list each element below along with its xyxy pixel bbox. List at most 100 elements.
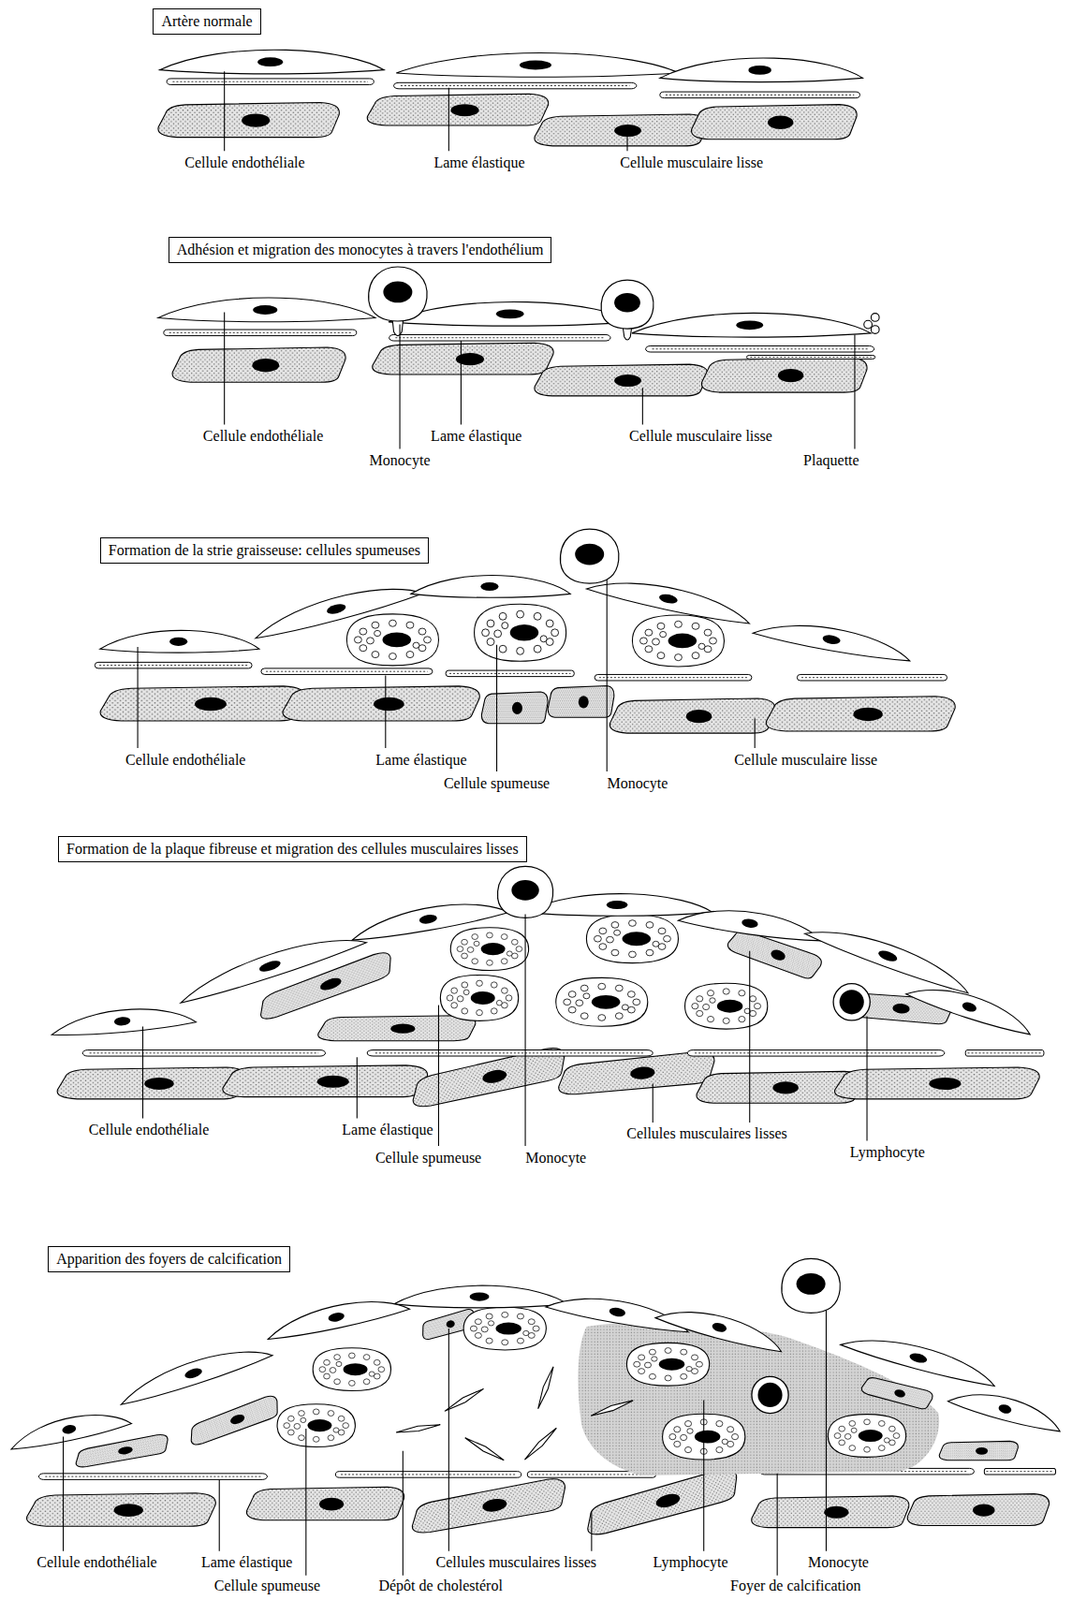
endothelial-cell bbox=[586, 571, 754, 628]
lymphocyte-cell bbox=[751, 1376, 789, 1413]
part-label: Monocyte bbox=[605, 775, 669, 793]
stage-title-box: Adhésion et migration des monocytes à tr… bbox=[168, 236, 553, 264]
part-label: Lame élastique bbox=[429, 427, 523, 445]
panel-fatty-streak bbox=[94, 528, 955, 772]
leader-line bbox=[525, 914, 527, 1146]
smooth-muscle-cell bbox=[185, 1394, 282, 1448]
part-label: Lymphocyte bbox=[652, 1554, 730, 1572]
leader-line bbox=[652, 1083, 654, 1122]
part-label: Cellule endothéliale bbox=[124, 751, 247, 769]
part-label: Lame élastique bbox=[374, 751, 468, 769]
part-label: Cellule spumeuse bbox=[442, 775, 551, 793]
leader-line bbox=[223, 71, 225, 151]
smooth-muscle-cell bbox=[481, 691, 548, 724]
endothelial-cell bbox=[250, 575, 425, 643]
part-label: Dépôt de cholestérol bbox=[377, 1577, 503, 1595]
smooth-muscle-cell bbox=[860, 1374, 934, 1411]
elastic-lamina bbox=[367, 1050, 653, 1058]
part-label: Cellule endothéliale bbox=[202, 427, 324, 445]
endothelial-cell bbox=[411, 575, 571, 599]
foam-cell bbox=[626, 1342, 709, 1386]
endothelial-cell bbox=[50, 1003, 197, 1039]
smooth-muscle-cell bbox=[73, 1433, 171, 1469]
part-label: Foyer de calcification bbox=[729, 1577, 863, 1595]
leader-line bbox=[853, 334, 855, 449]
elastic-lamina bbox=[746, 355, 875, 360]
smooth-muscle-cell bbox=[751, 1496, 910, 1528]
endothelial-cell bbox=[677, 902, 824, 945]
endothelial-cell bbox=[158, 297, 376, 323]
endothelial-cell bbox=[159, 49, 384, 74]
cholesterol-crystal bbox=[463, 1435, 505, 1463]
monocyte-cell bbox=[559, 528, 618, 584]
elastic-lamina bbox=[163, 329, 357, 337]
lymphocyte-cell bbox=[833, 983, 870, 1021]
part-label: Lame élastique bbox=[200, 1554, 294, 1572]
smooth-muscle-cell bbox=[939, 1440, 1018, 1460]
endothelial-cell bbox=[115, 1337, 274, 1409]
foam-cell bbox=[463, 1306, 546, 1351]
smooth-muscle-cell bbox=[609, 698, 776, 734]
foam-cell bbox=[685, 983, 768, 1029]
leader-line bbox=[399, 324, 401, 450]
leader-line bbox=[219, 1479, 221, 1551]
endothelial-cell bbox=[803, 916, 975, 998]
smooth-muscle-cell bbox=[408, 1476, 570, 1535]
part-label: Cellule spumeuse bbox=[374, 1149, 483, 1167]
smooth-muscle-cell bbox=[835, 1067, 1041, 1100]
smooth-muscle-cell bbox=[318, 1015, 476, 1042]
elastic-lamina bbox=[445, 670, 574, 677]
part-label: Lymphocyte bbox=[849, 1144, 926, 1161]
leader-line bbox=[642, 387, 644, 425]
leader-line bbox=[825, 1309, 827, 1551]
leader-line bbox=[438, 1005, 440, 1146]
panel-calcification bbox=[7, 1258, 1065, 1575]
elastic-lamina bbox=[660, 91, 861, 99]
endothelial-cell bbox=[349, 894, 511, 944]
foam-cell bbox=[631, 615, 724, 667]
smooth-muscle-cell bbox=[172, 347, 346, 382]
smooth-muscle-cell bbox=[534, 364, 708, 397]
cholesterol-crystal bbox=[443, 1386, 485, 1414]
smooth-muscle-cell bbox=[100, 686, 306, 721]
foam-cell bbox=[474, 603, 567, 661]
leader-line bbox=[142, 1026, 144, 1118]
smooth-muscle-cell bbox=[701, 357, 867, 393]
monocyte-cell bbox=[368, 266, 427, 322]
elastic-lamina bbox=[796, 674, 947, 681]
part-label: Cellules musculaires lisses bbox=[625, 1125, 789, 1143]
leader-line bbox=[62, 1437, 64, 1552]
part-label: Cellule musculaire lisse bbox=[618, 154, 764, 172]
endothelial-cell bbox=[544, 1288, 691, 1336]
endothelial-cell bbox=[904, 976, 1036, 1039]
endothelial-cell bbox=[839, 1326, 1000, 1390]
leader-line bbox=[356, 1057, 358, 1118]
leader-line bbox=[703, 1399, 705, 1551]
stage-title-box: Artère normale bbox=[152, 8, 261, 35]
part-label: Monocyte bbox=[368, 452, 432, 470]
elastic-lamina bbox=[965, 1050, 1044, 1058]
part-label: Cellule spumeuse bbox=[213, 1577, 322, 1595]
foam-cell bbox=[450, 927, 529, 971]
smooth-muscle-cell bbox=[557, 1050, 718, 1096]
smooth-muscle-cell bbox=[246, 1486, 404, 1520]
smooth-muscle-cell bbox=[534, 114, 708, 147]
foam-cell bbox=[346, 614, 439, 666]
leader-line bbox=[305, 1428, 307, 1576]
panel-fibrous-plaque bbox=[50, 866, 1044, 1146]
smooth-muscle-cell bbox=[907, 1494, 1049, 1527]
part-label: Cellule endothéliale bbox=[183, 154, 306, 172]
elastic-lamina bbox=[646, 345, 875, 353]
endothelial-cell bbox=[264, 1291, 411, 1343]
elastic-lamina bbox=[983, 1468, 1056, 1475]
stage-title: Formation de la strie graisseuse: cellul… bbox=[108, 542, 421, 559]
smooth-muscle-cell bbox=[282, 686, 480, 721]
foam-cell bbox=[556, 977, 648, 1027]
leader-line bbox=[402, 1451, 404, 1576]
elastic-lamina bbox=[94, 661, 252, 669]
smooth-muscle-cell bbox=[367, 93, 548, 126]
smooth-muscle-cell bbox=[57, 1067, 247, 1100]
endothelial-cell bbox=[631, 312, 871, 338]
foam-cell bbox=[827, 1414, 906, 1458]
foam-cell bbox=[312, 1348, 391, 1392]
